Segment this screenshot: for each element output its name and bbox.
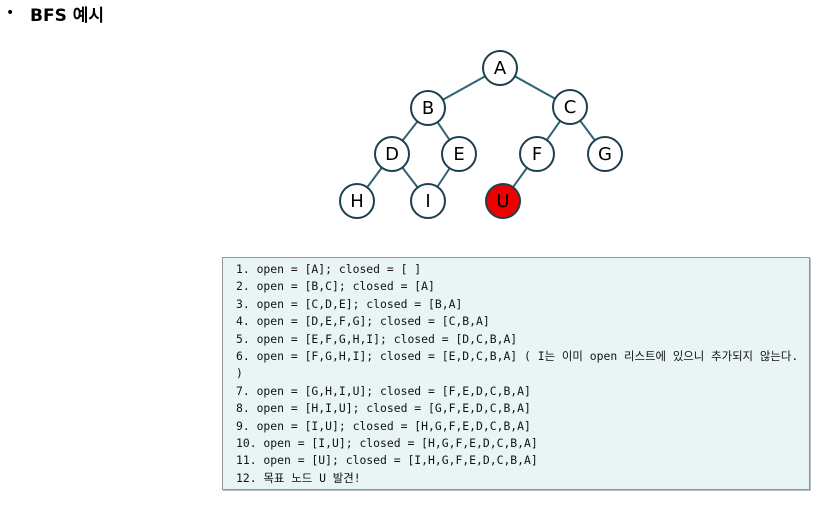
- node-label: D: [385, 144, 399, 165]
- node-label: I: [425, 191, 430, 212]
- node-label: E: [453, 144, 464, 165]
- tree-edges: [356, 67, 606, 202]
- node-label: A: [494, 58, 507, 79]
- bfs-tree-diagram: A B C D E F G H I U: [339, 50, 623, 219]
- step-line: 12. 목표 노드 U 발견!: [236, 470, 361, 485]
- heading-title: BFS 예시: [30, 5, 105, 26]
- step-line: 1. open = [A]; closed = [ ]: [236, 262, 422, 276]
- node-circle: [374, 136, 410, 172]
- node-label: H: [350, 191, 364, 212]
- node-label: B: [422, 98, 434, 119]
- node-circle: [587, 136, 623, 172]
- node-circle: [519, 136, 555, 172]
- node-u: U: [485, 183, 521, 219]
- step-line: 8. open = [H,I,U]; closed = [G,F,E,D,C,B…: [236, 401, 531, 416]
- node-circle: [482, 50, 518, 86]
- node-circle: [552, 89, 588, 125]
- node-circle: [441, 136, 477, 172]
- node-label: C: [564, 97, 577, 118]
- step-line: 7. open = [G,H,I,U]; closed = [F,E,D,C,B…: [236, 383, 531, 398]
- bfs-steps-box: 1. open = [A]; closed = [ ] 2. open = [B…: [222, 257, 810, 490]
- node-e: E: [441, 136, 477, 172]
- node-d: D: [374, 136, 410, 172]
- slide-heading: • BFS 예시: [6, 2, 105, 26]
- step-line: 10. open = [I,U]; closed = [H,G,F,E,D,C,…: [236, 436, 538, 451]
- node-circle: [339, 183, 375, 219]
- node-circle: [410, 90, 446, 126]
- node-circle: [485, 183, 521, 219]
- node-h: H: [339, 183, 375, 219]
- step-line: 5. open = [E,F,G,H,I]; closed = [D,C,B,A…: [236, 331, 518, 346]
- step-line: 4. open = [D,E,F,G]; closed = [C,B,A]: [236, 314, 490, 329]
- step-line: 6. open = [F,G,H,I]; closed = [E,D,C,B,A…: [236, 349, 806, 381]
- node-g: G: [587, 136, 623, 172]
- node-circle: [410, 183, 446, 219]
- node-b: B: [410, 90, 446, 126]
- node-c: C: [552, 89, 588, 125]
- tree-nodes: A B C D E F G H I U: [339, 50, 623, 219]
- step-line: 9. open = [I,U]; closed = [H,G,F,E,D,C,B…: [236, 418, 531, 433]
- node-label: F: [532, 144, 542, 165]
- node-f: F: [519, 136, 555, 172]
- step-line: 2. open = [B,C]; closed = [A]: [236, 279, 435, 294]
- bullet-marker: •: [6, 5, 15, 21]
- node-label: U: [496, 191, 509, 212]
- step-line: 3. open = [C,D,E]; closed = [B,A]: [236, 296, 463, 311]
- node-a: A: [482, 50, 518, 86]
- step-line: 11. open = [U]; closed = [I,H,G,F,E,D,C,…: [236, 453, 538, 468]
- node-i: I: [410, 183, 446, 219]
- node-label: G: [598, 144, 612, 165]
